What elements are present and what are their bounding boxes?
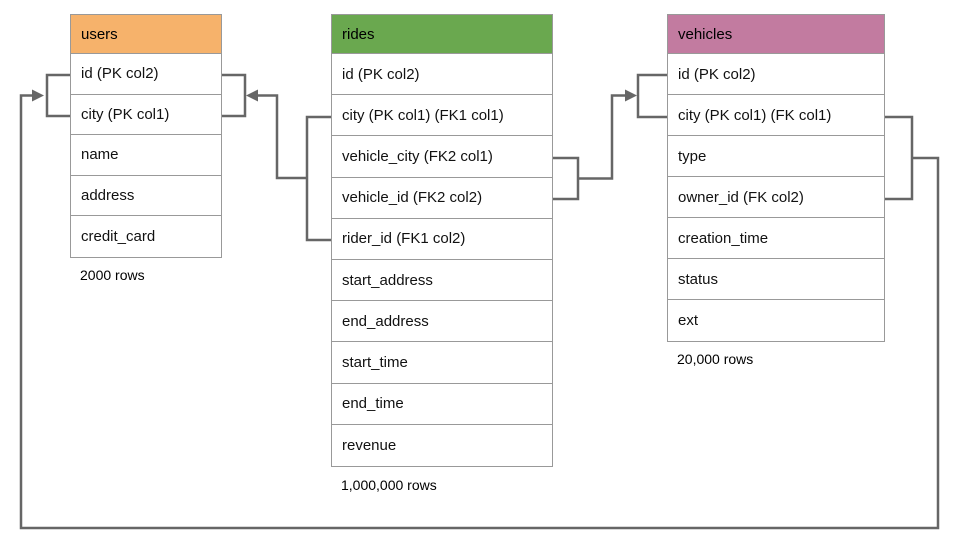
users-right-bracket — [222, 73, 247, 118]
rides-left-bracket — [305, 115, 331, 242]
table-row: status — [668, 259, 884, 300]
table-row: start_address — [332, 260, 552, 302]
fk1-rides-to-users-connector — [222, 73, 331, 242]
table-row: revenue — [342, 436, 397, 454]
fk1-arrowhead-icon — [246, 89, 258, 102]
table-row: owner_id (FK col2) — [668, 177, 884, 218]
row-count-label-vehicles: 20,000 rows — [677, 351, 754, 367]
table-row: address — [71, 176, 221, 216]
table-users-header: users — [71, 15, 221, 54]
table-row: end_time — [332, 384, 552, 425]
table-row: id (PK col2) — [71, 54, 221, 95]
table-vehicles-header: vehicles — [668, 15, 884, 54]
table-rides-columns: id (PK col2)city (PK col1) (FK1 col1)veh… — [332, 54, 552, 466]
table-row: id (PK col2) — [668, 54, 884, 95]
rides-right-bracket — [553, 156, 580, 201]
table-row: credit_card — [81, 227, 156, 245]
vehicles-left-bracket — [636, 73, 667, 119]
table-vehicles-columns: id (PK col2)city (PK col1) (FK col1)type… — [668, 54, 884, 341]
table-row: ext — [678, 312, 699, 329]
fk1-line — [254, 94, 307, 180]
vehicles-right-bracket — [885, 115, 914, 201]
row-count-label-users: 2000 rows — [80, 267, 145, 283]
table-row: id (PK col2) — [332, 54, 552, 96]
fk2-line — [578, 94, 628, 180]
fk-arrowhead-icon — [32, 89, 44, 102]
row-count-label-rides: 1,000,000 rows — [341, 477, 437, 493]
table-row: start_time — [332, 342, 552, 384]
fk2-arrowhead-icon — [625, 89, 637, 102]
table-row: vehicle_id (FK2 col2) — [332, 178, 552, 219]
table-row: rider_id (FK1 col2) — [332, 219, 552, 260]
table-rides: rides id (PK col2)city (PK col1) (FK1 co… — [331, 14, 553, 467]
table-row: type — [668, 136, 884, 177]
table-row: end_address — [332, 301, 552, 343]
table-vehicles: vehicles id (PK col2)city (PK col1) (FK … — [667, 14, 885, 342]
table-row: city (PK col1) — [71, 95, 221, 135]
table-row: vehicle_city (FK2 col1) — [332, 136, 552, 178]
table-row: creation_time — [668, 218, 884, 259]
table-row: city (PK col1) (FK col1) — [668, 95, 884, 136]
users-left-bracket — [45, 73, 70, 118]
table-rides-header: rides — [332, 15, 552, 54]
table-row: name — [71, 135, 221, 176]
table-row: city (PK col1) (FK1 col1) — [332, 95, 552, 137]
fk2-rides-to-vehicles-connector — [553, 73, 667, 201]
